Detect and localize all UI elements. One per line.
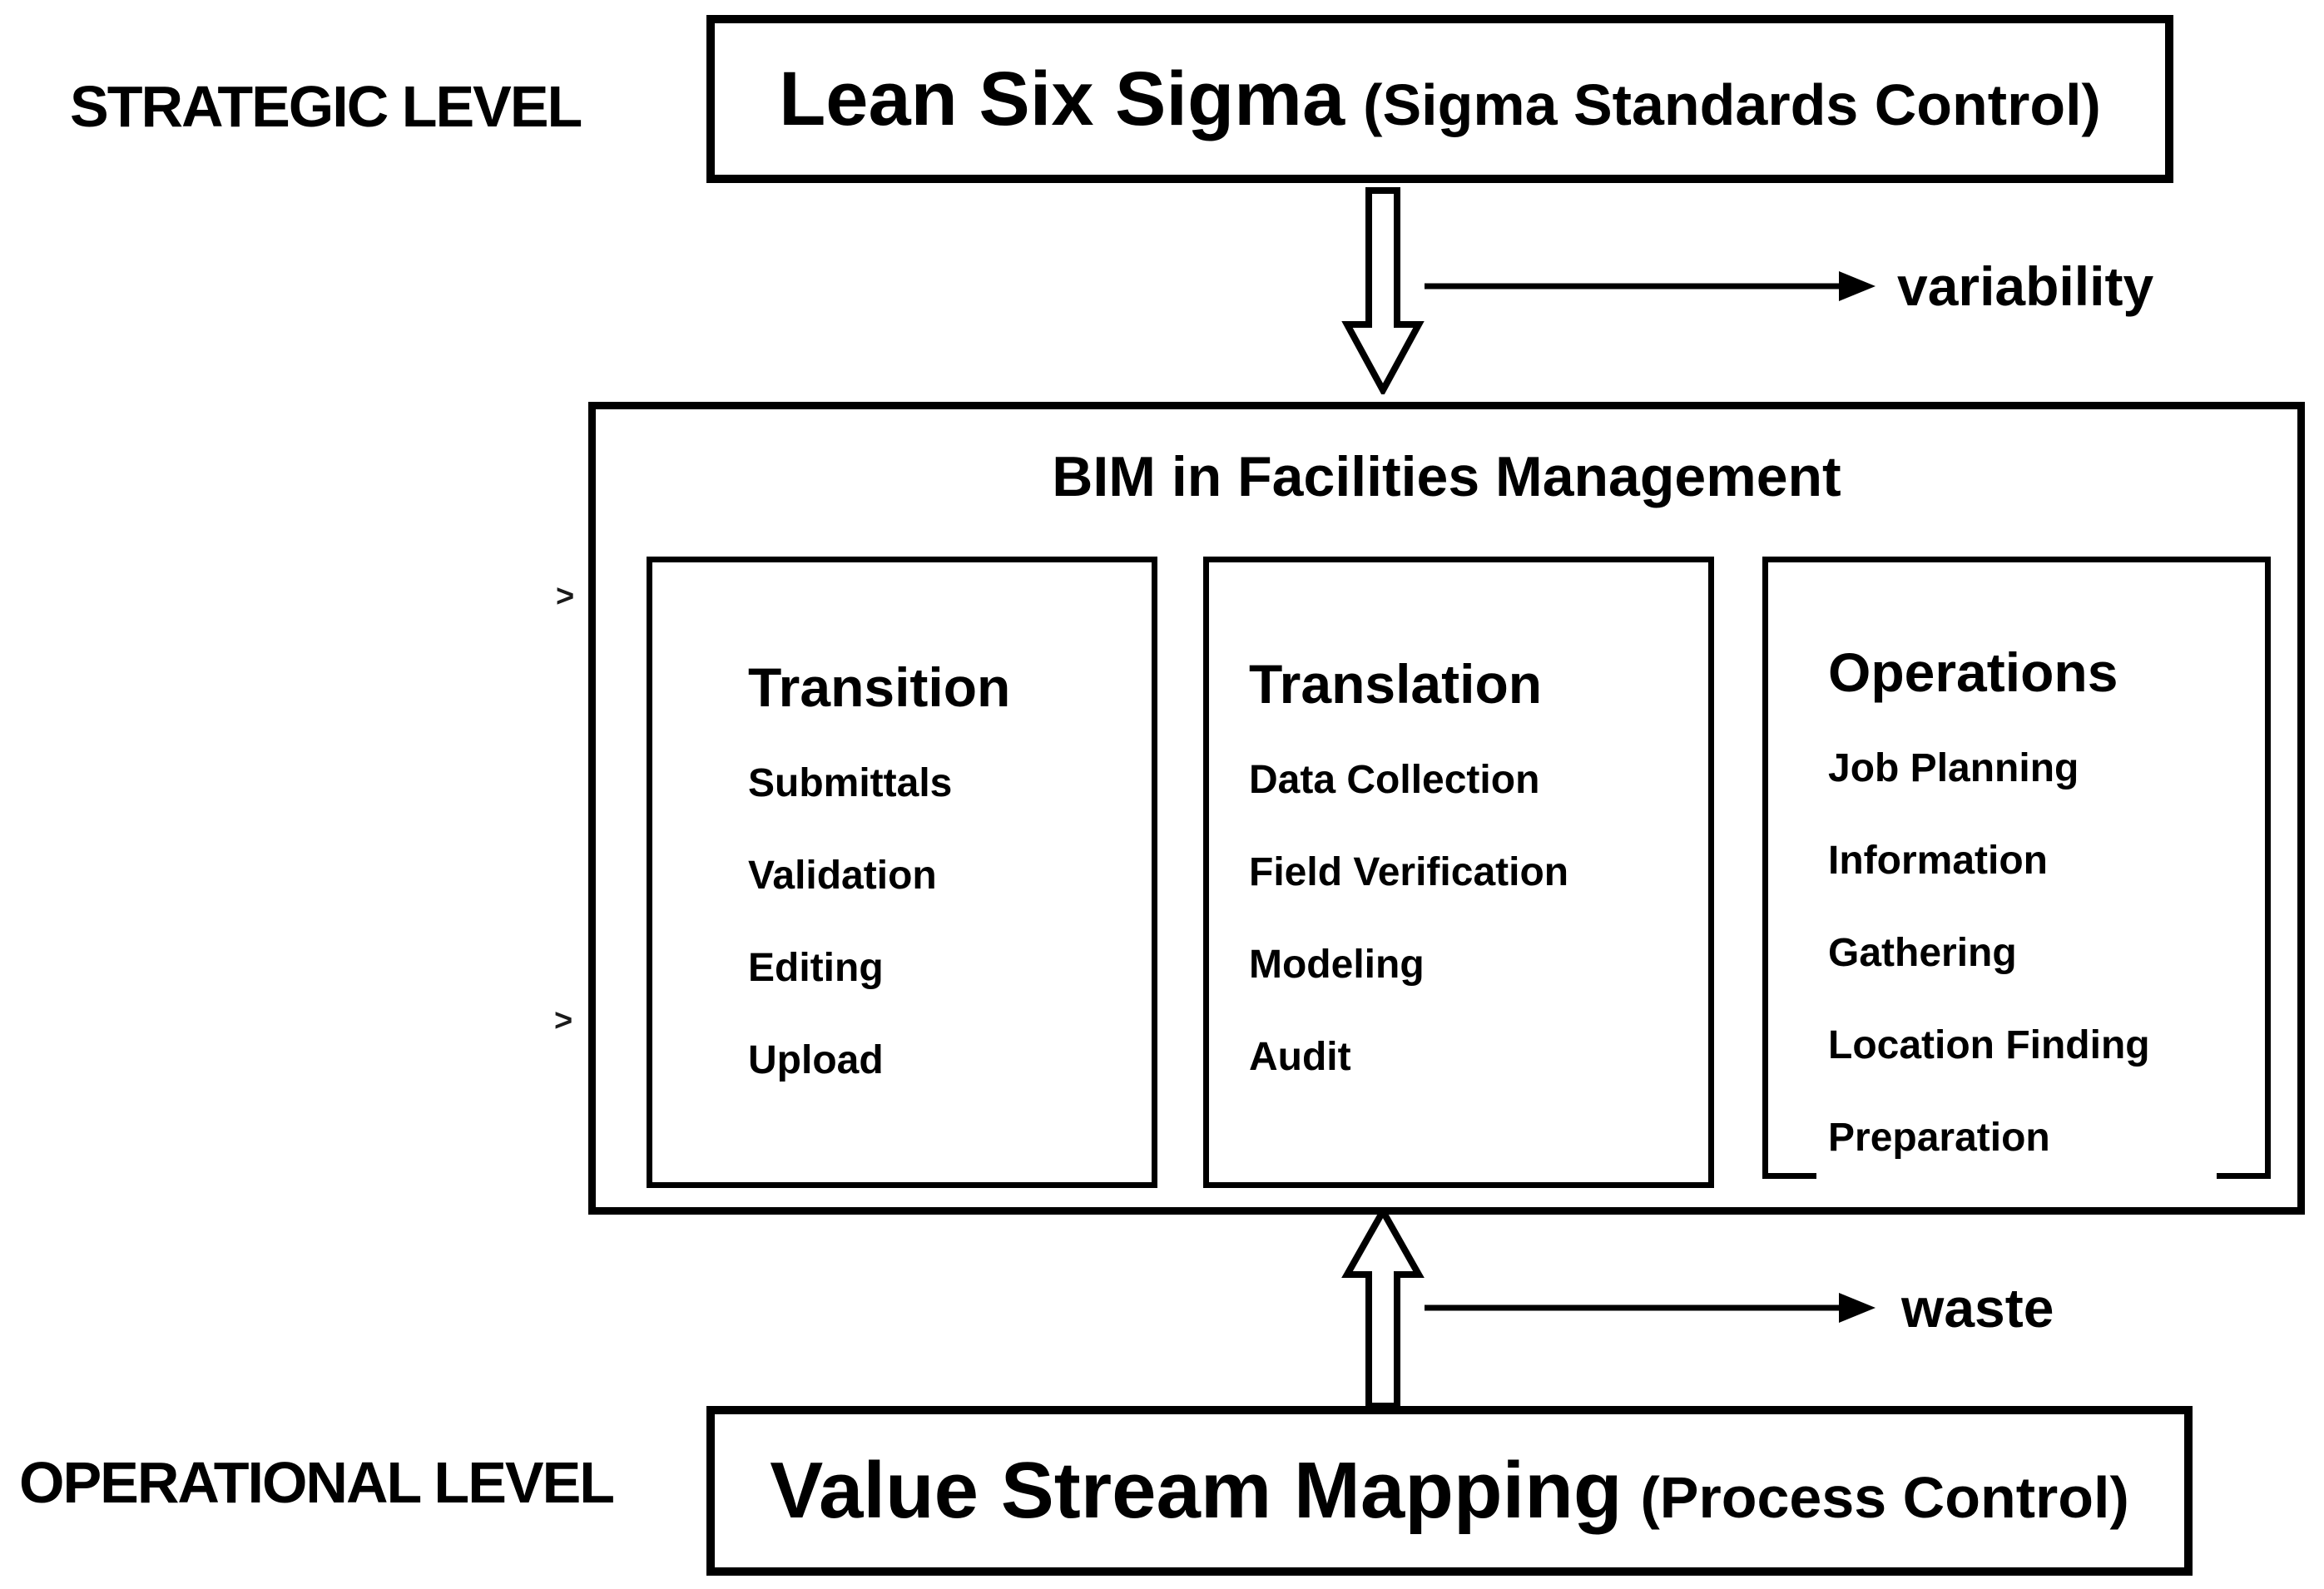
value-stream-mapping-title: Value Stream Mapping [770, 1446, 1623, 1535]
transition-item: Validation [748, 854, 937, 898]
waste-arrow-icon [1425, 1293, 1876, 1323]
operations-item: Location Finding [1828, 1023, 2150, 1067]
translation-item: Modeling [1249, 943, 1425, 987]
bim-title: BIM in Facilities Management [1052, 445, 1841, 508]
operations-heading: Operations [1828, 641, 2118, 703]
value-stream-mapping-box: Value Stream Mapping (Process Control) [706, 1406, 2193, 1576]
translation-item: Audit [1249, 1035, 1351, 1079]
operations-item: Information [1828, 839, 2048, 883]
bim-facilities-management-box: BIM in Facilities Management Transition … [588, 402, 2305, 1215]
operations-item: Preparation [1828, 1116, 2050, 1160]
bracket-foot-right [2217, 1173, 2265, 1179]
chevron-right-icon: > [556, 579, 575, 614]
value-stream-mapping-titleline: Value Stream Mapping (Process Control) [770, 1445, 2129, 1537]
waste-label: waste [1901, 1277, 2054, 1339]
transition-item: Submittals [748, 761, 953, 805]
lean-six-sigma-title: Lean Six Sigma [779, 56, 1345, 141]
lean-six-sigma-box: Lean Six Sigma (Sigma Standards Control) [706, 15, 2173, 183]
variability-label: variability [1897, 255, 2154, 317]
bracket-foot-left [1768, 1173, 1816, 1179]
translation-heading: Translation [1249, 653, 1543, 715]
transition-column-box: Transition Submittals Validation Editing… [647, 557, 1157, 1188]
down-arrow-icon [1341, 187, 1425, 394]
translation-item: Field Verification [1249, 850, 1569, 894]
variability-arrow-icon [1425, 271, 1876, 301]
transition-item: Editing [748, 946, 884, 990]
translation-item: Data Collection [1249, 758, 1540, 802]
operations-column-box: Operations Job Planning Information Gath… [1762, 557, 2271, 1179]
lean-six-sigma-titleline: Lean Six Sigma (Sigma Standards Control) [779, 56, 2101, 143]
process-control-subtitle: (Process Control) [1640, 1465, 2129, 1530]
operations-item: Gathering [1828, 931, 2017, 975]
transition-item: Upload [748, 1038, 884, 1082]
transition-heading: Transition [748, 656, 1011, 718]
up-arrow-icon [1341, 1208, 1425, 1409]
operations-item: Job Planning [1828, 746, 2079, 790]
translation-column-box: Translation Data Collection Field Verifi… [1203, 557, 1714, 1188]
sigma-standards-control-subtitle: (Sigma Standards Control) [1363, 72, 2101, 137]
chevron-right-icon: > [554, 1003, 573, 1038]
operational-level-label: OPERATIONAL LEVEL [19, 1450, 615, 1515]
strategic-level-label: STRATEGIC LEVEL [70, 74, 582, 139]
